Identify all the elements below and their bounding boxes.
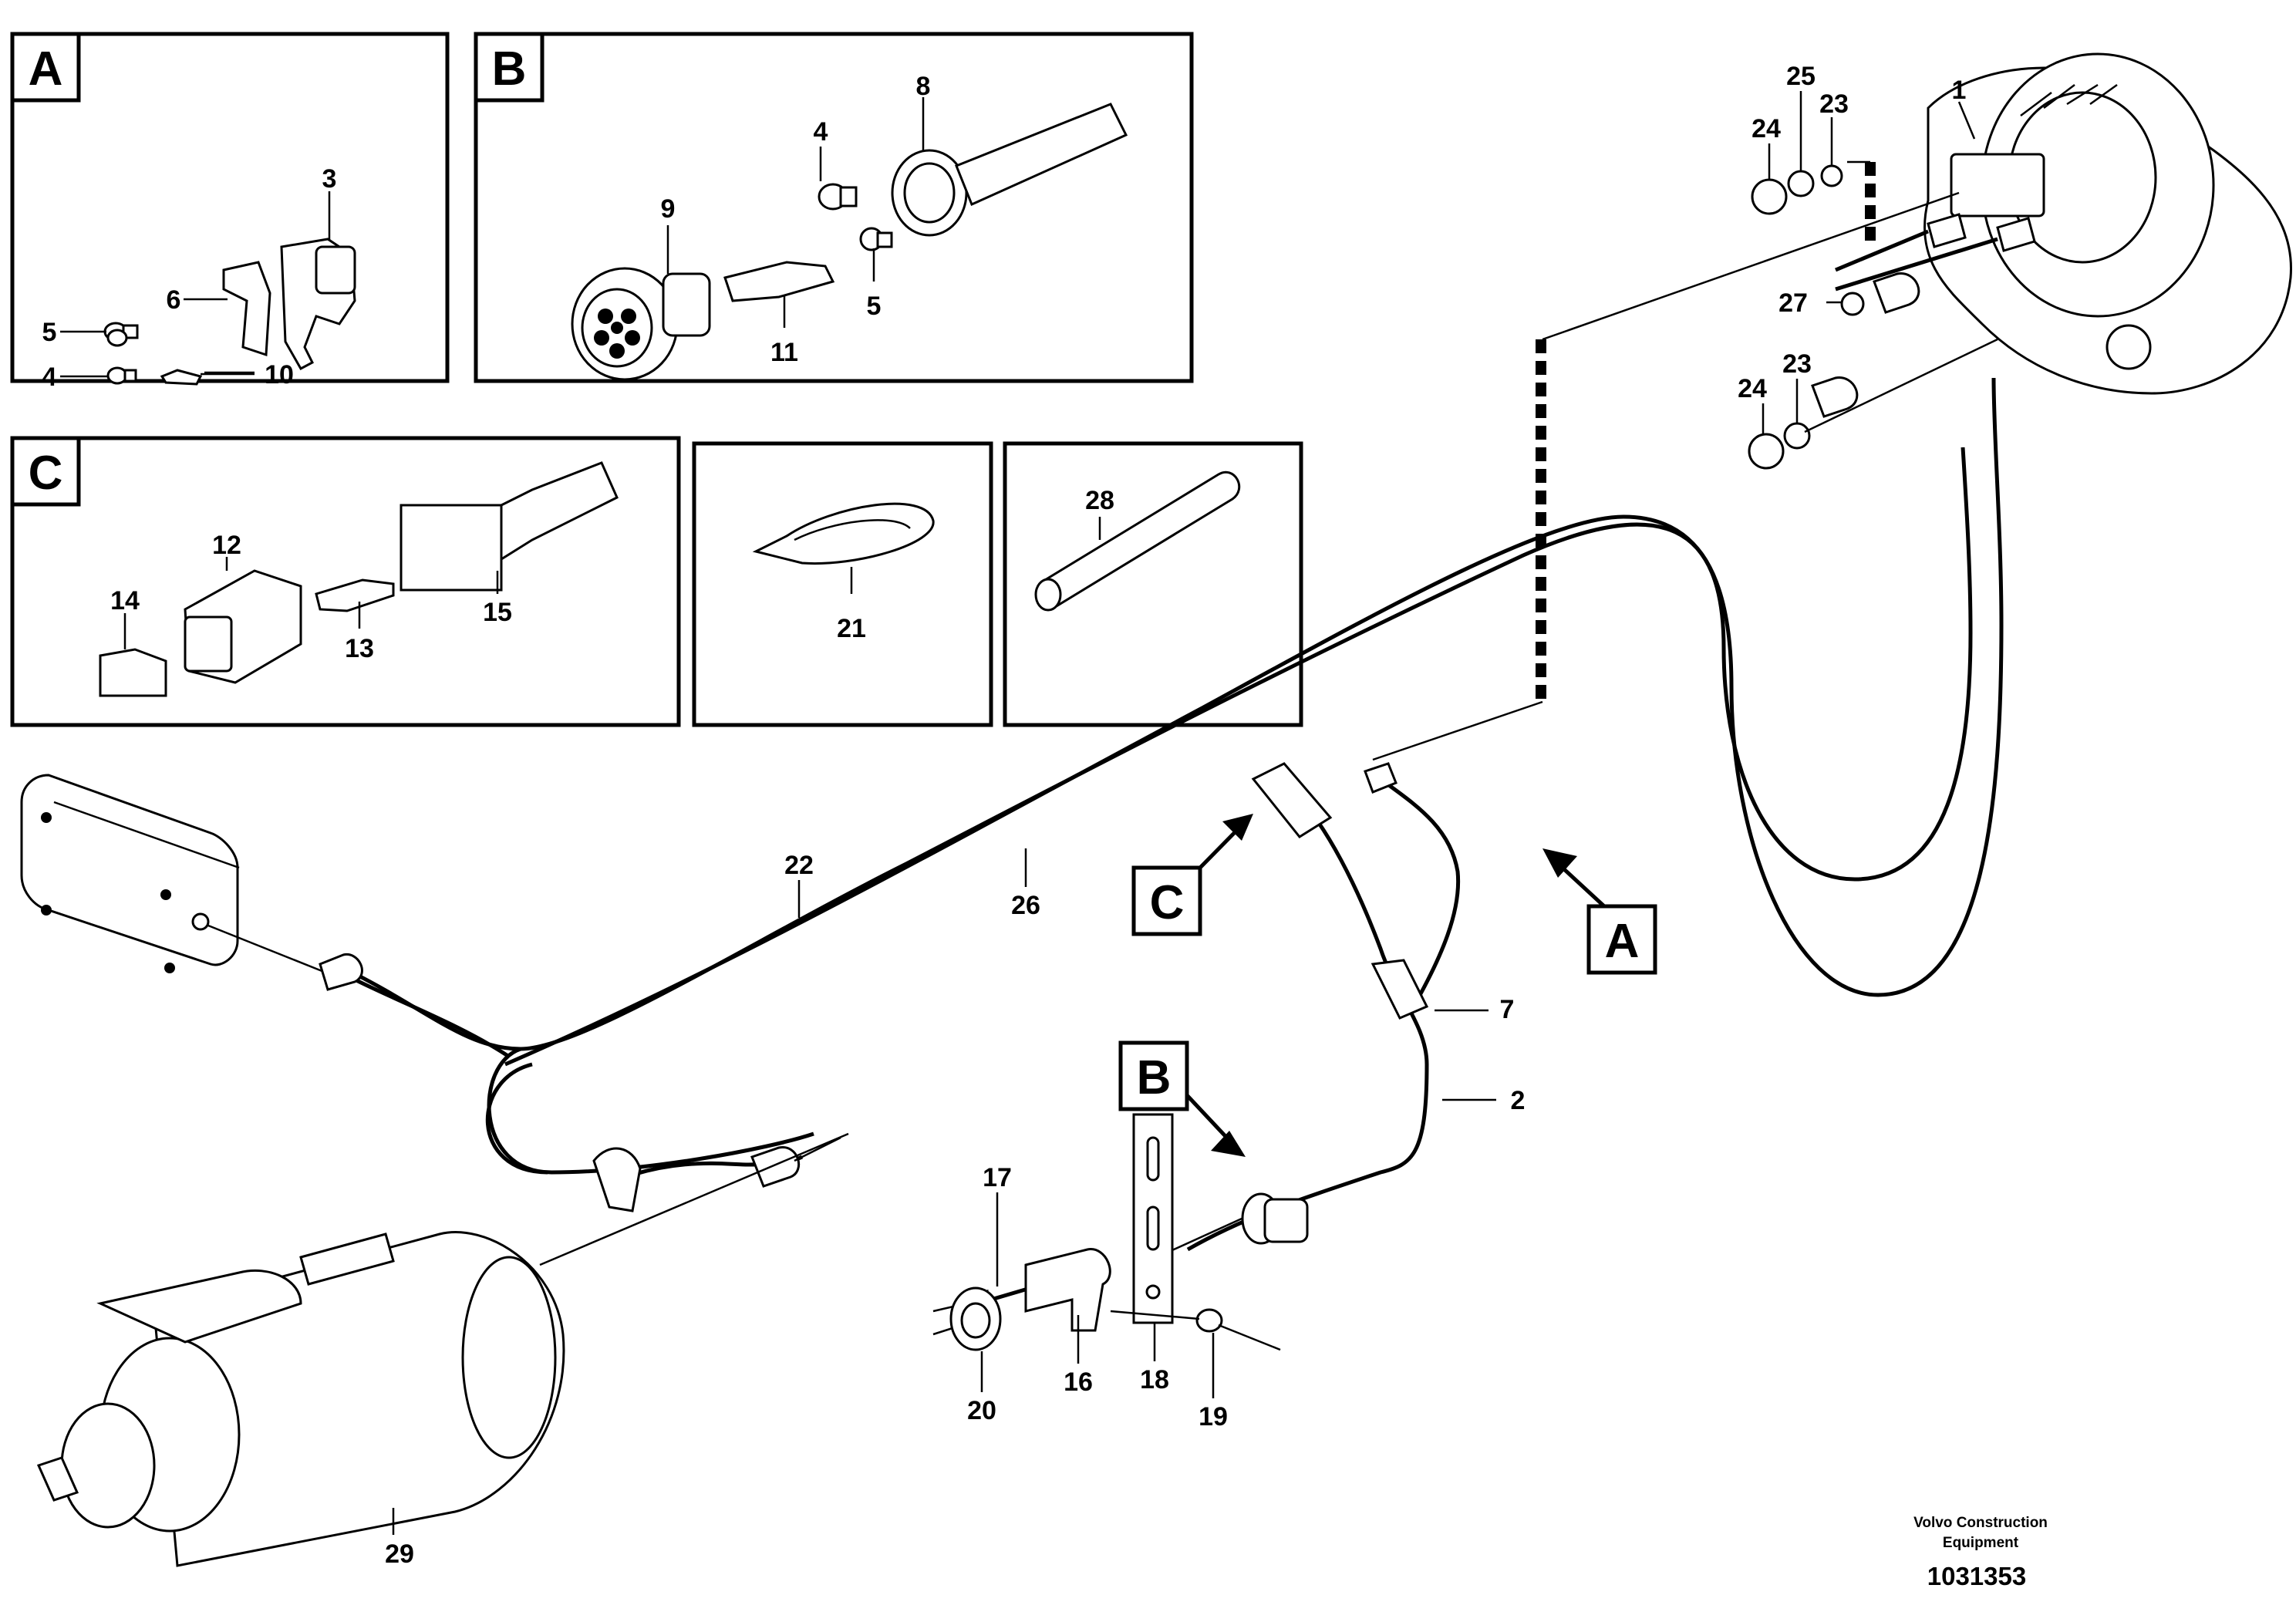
- inset-box-a: A 3 6 5 4 10: [10, 32, 450, 392]
- callout-4-b: 4: [814, 117, 828, 147]
- inset-box-b: B 8 4 9 5 11: [474, 32, 1194, 383]
- cable-lug-lower: [1811, 376, 1859, 418]
- control-box: [20, 774, 363, 991]
- sleeve-joint-7: [1371, 959, 1429, 1020]
- cap-14: [99, 648, 167, 697]
- detail-ref-a: A: [1542, 848, 1657, 975]
- cable-tie-21: [752, 502, 935, 565]
- nut-23a: [1820, 164, 1843, 187]
- footer-line-1: Volvo Construction: [1913, 1515, 2048, 1531]
- alternator-hardware: [1748, 164, 1998, 470]
- callout-11: 11: [770, 338, 798, 367]
- nut-27: [1840, 292, 1865, 316]
- receptacle-housing-15: [400, 504, 503, 592]
- detail-ref-b: B: [1118, 1040, 1246, 1157]
- callout-17: 17: [983, 1163, 1012, 1192]
- callout-15: 15: [483, 598, 512, 627]
- callout-23-upper: 23: [1819, 89, 1849, 119]
- bracket-assembly: [932, 1113, 1281, 1351]
- cable-lug-upper: [1873, 272, 1920, 314]
- drawing-number: 1031353: [1927, 1562, 2026, 1590]
- connector-socket-b: [1156, 1192, 1309, 1259]
- p-clip: [592, 1147, 642, 1212]
- footer-line-2: Equipment: [1943, 1535, 2019, 1551]
- callout-20: 20: [967, 1396, 996, 1425]
- protective-cap-24a: [1751, 178, 1788, 215]
- terminal-11: [723, 261, 835, 302]
- inset-box-c: C 12 14 13 15: [10, 436, 681, 727]
- callout-16: 16: [1064, 1367, 1093, 1397]
- alternator-1: [1835, 52, 2292, 395]
- inset-box-sleeve: 28: [1003, 441, 1303, 727]
- callout-12: 12: [212, 531, 241, 560]
- callout-14: 14: [110, 586, 140, 615]
- callout-24-upper: 24: [1752, 114, 1781, 143]
- inset-a-letter: A: [29, 42, 63, 96]
- callout-2: 2: [1511, 1086, 1526, 1115]
- callout-5-a: 5: [42, 318, 57, 347]
- callout-21: 21: [837, 614, 866, 643]
- callout-8: 8: [916, 72, 931, 101]
- nut-19: [1195, 1308, 1223, 1333]
- callout-6: 6: [167, 285, 181, 315]
- nut-23b: [1783, 422, 1811, 450]
- callout-22: 22: [784, 851, 814, 880]
- terminal-10: [160, 369, 203, 386]
- clip-6: [222, 261, 271, 357]
- sleeve-28: [1039, 470, 1241, 609]
- callout-10: 10: [265, 360, 294, 389]
- callout-7: 7: [1500, 995, 1515, 1024]
- callout-5-b: 5: [867, 292, 882, 321]
- callout-28: 28: [1085, 486, 1114, 515]
- detail-ref-c: C: [1131, 814, 1253, 936]
- svg-text:C: C: [1150, 876, 1185, 929]
- callout-29: 29: [385, 1539, 414, 1569]
- protective-cap-24b: [1748, 433, 1785, 470]
- dashed-leaders: [1372, 160, 1960, 761]
- callout-13: 13: [345, 634, 374, 663]
- callout-18: 18: [1140, 1365, 1169, 1394]
- callout-1: 1: [1952, 76, 1967, 105]
- starter-motor-29: [36, 1132, 849, 1567]
- terminal-13: [315, 578, 395, 612]
- callout-3: 3: [322, 164, 337, 194]
- callout-24-lower: 24: [1738, 374, 1767, 403]
- washer-25: [1787, 170, 1815, 197]
- inset-b-letter: B: [492, 42, 527, 96]
- starter-cable-lug: [750, 1146, 801, 1188]
- clip-bracket-16: [1024, 1248, 1111, 1332]
- callout-25: 25: [1786, 62, 1816, 91]
- svg-text:A: A: [1605, 915, 1640, 968]
- callout-9: 9: [661, 194, 676, 224]
- callout-27: 27: [1778, 288, 1808, 318]
- inset-box-cable-tie: 21: [692, 441, 993, 727]
- screw-4: [106, 366, 128, 385]
- callout-4-a: 4: [42, 363, 57, 392]
- callout-23-lower: 23: [1782, 349, 1812, 379]
- svg-text:B: B: [1137, 1051, 1172, 1104]
- main-callouts: 1 25 23 24 27 24 23 22 26 7 2 17 16 18 1…: [385, 62, 1966, 1569]
- inset-c-letter: C: [29, 447, 63, 500]
- callout-26: 26: [1011, 891, 1040, 920]
- publisher-block: Volvo Construction Equipment 1031353: [1913, 1515, 2048, 1590]
- callout-19: 19: [1199, 1402, 1228, 1431]
- connector-plug-c: [1251, 762, 1333, 838]
